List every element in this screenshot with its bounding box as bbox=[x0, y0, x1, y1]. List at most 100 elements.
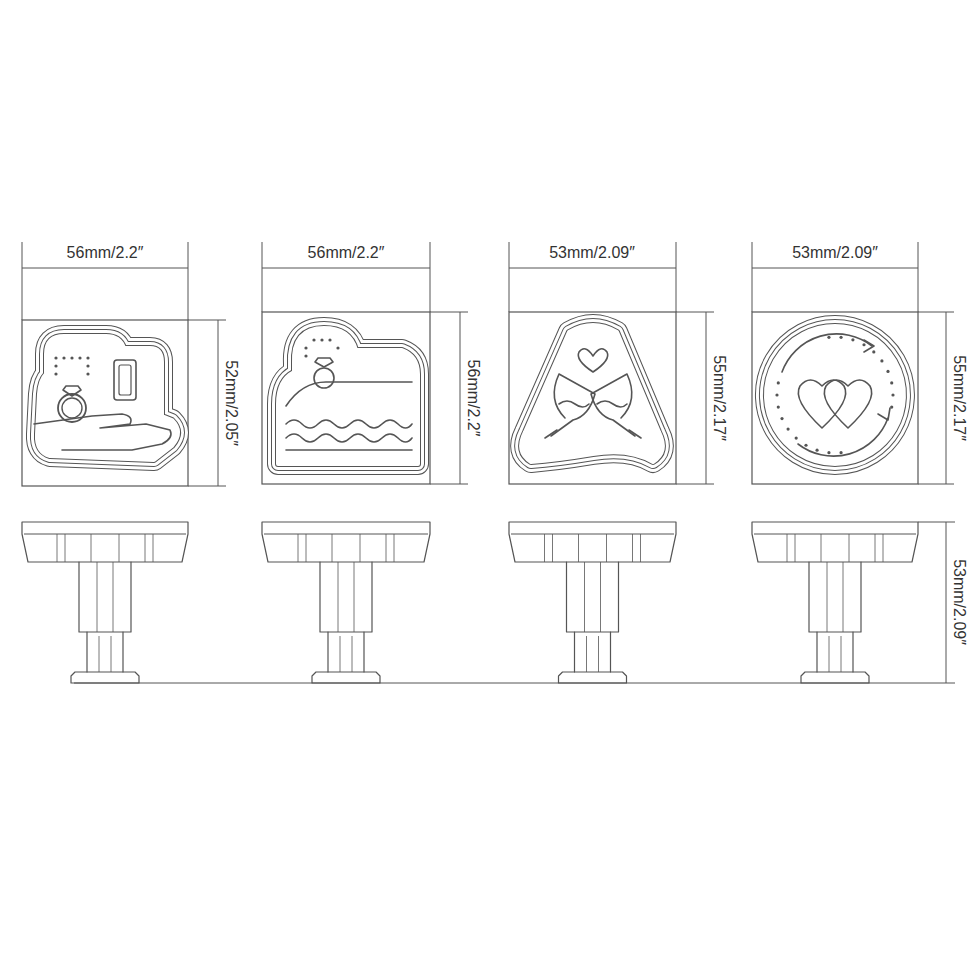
dimension-label: 56mm/2.2″ bbox=[65, 245, 146, 261]
stamp-plate bbox=[752, 522, 918, 562]
ring bbox=[62, 398, 82, 418]
handle-stem bbox=[79, 562, 131, 632]
plate-rib bbox=[544, 534, 545, 562]
dot bbox=[54, 356, 57, 359]
handle-stem bbox=[320, 562, 372, 632]
dot bbox=[886, 370, 889, 373]
dot bbox=[328, 338, 331, 341]
dot bbox=[851, 338, 854, 341]
stamp-plate bbox=[22, 522, 188, 562]
dot bbox=[86, 364, 89, 367]
dimension-label: 55mm/2.17″ bbox=[951, 353, 967, 443]
dimension-label: 52mm/2.05″ bbox=[223, 358, 239, 448]
plate-rib bbox=[883, 534, 884, 562]
dot bbox=[872, 350, 875, 353]
handle-line bbox=[113, 562, 114, 632]
plate-rib bbox=[578, 534, 579, 562]
stamp-plate bbox=[509, 522, 676, 562]
plate-rib bbox=[298, 534, 299, 562]
dot bbox=[862, 343, 865, 346]
dot bbox=[777, 405, 780, 408]
cake-outline bbox=[278, 328, 418, 464]
dot bbox=[839, 336, 842, 339]
plate-edge bbox=[24, 534, 186, 535]
handle-neck bbox=[817, 632, 853, 672]
plate-rib bbox=[57, 534, 58, 562]
circle-outline bbox=[766, 326, 904, 464]
dot bbox=[304, 354, 307, 357]
extension-line bbox=[262, 242, 263, 312]
handle-stem bbox=[567, 562, 619, 632]
handle-knob bbox=[559, 672, 627, 683]
stamp-plate bbox=[262, 522, 430, 562]
handle-knob bbox=[801, 672, 869, 683]
arrow-arc bbox=[782, 334, 872, 372]
plate-rib bbox=[145, 534, 146, 562]
dimension-line bbox=[946, 522, 947, 683]
extension-line bbox=[430, 242, 431, 312]
dot bbox=[86, 356, 89, 359]
dimension-line bbox=[460, 312, 461, 484]
cake-top bbox=[286, 382, 412, 406]
plate-rib bbox=[119, 534, 120, 562]
handle-line bbox=[827, 562, 828, 632]
handle-line bbox=[598, 636, 599, 672]
plate-rib bbox=[640, 534, 641, 562]
plate-rib bbox=[849, 534, 850, 562]
handle-line bbox=[99, 636, 100, 672]
stamp-outline bbox=[752, 312, 918, 484]
glasses-outline bbox=[521, 325, 663, 462]
cake-outline bbox=[278, 328, 418, 464]
plate-rib bbox=[332, 534, 333, 562]
extension-line bbox=[676, 312, 714, 313]
handle-line bbox=[841, 636, 842, 672]
dot bbox=[786, 427, 789, 430]
circle-outline bbox=[766, 326, 904, 464]
stamp-pattern bbox=[521, 325, 663, 462]
glasses-outline bbox=[521, 325, 663, 462]
wave bbox=[286, 434, 412, 442]
stamp-outline bbox=[509, 312, 676, 484]
cake-outline bbox=[278, 328, 418, 464]
cake-outline bbox=[278, 328, 418, 464]
plate-edge bbox=[264, 534, 428, 535]
cake-outline bbox=[278, 328, 418, 464]
heart bbox=[578, 349, 607, 372]
arrow-head bbox=[864, 340, 874, 352]
stamp-side-view bbox=[262, 522, 430, 683]
handle-line bbox=[97, 562, 98, 632]
extension-line bbox=[918, 522, 955, 523]
plate-rib bbox=[632, 534, 633, 562]
hand-line bbox=[34, 414, 171, 450]
extension-line bbox=[918, 242, 919, 312]
hand-outline bbox=[37, 336, 178, 460]
cake-layer bbox=[286, 449, 412, 451]
circle-outline bbox=[766, 326, 904, 464]
hand-outline bbox=[37, 336, 178, 460]
handle-neck bbox=[575, 632, 611, 672]
stamp-outline bbox=[262, 312, 430, 484]
gem bbox=[315, 358, 333, 367]
plate-rib bbox=[821, 534, 822, 562]
dot bbox=[780, 417, 783, 420]
handle-line bbox=[111, 636, 112, 672]
dimension-line bbox=[946, 312, 947, 484]
glasses-outline bbox=[521, 325, 663, 462]
extension-line bbox=[74, 683, 955, 684]
extension-line bbox=[188, 486, 226, 487]
plate-rib bbox=[606, 534, 607, 562]
dimension-label: 55mm/2.17″ bbox=[711, 353, 727, 443]
extension-line bbox=[430, 312, 468, 313]
stamp-pattern bbox=[766, 326, 904, 464]
dot bbox=[312, 338, 315, 341]
glass-foot bbox=[545, 430, 641, 438]
stamp-top-view bbox=[22, 242, 226, 486]
glasses-outline bbox=[521, 325, 663, 462]
handle-stem bbox=[809, 562, 861, 632]
heart bbox=[824, 380, 871, 428]
dot bbox=[815, 449, 818, 452]
handle-line bbox=[600, 562, 601, 632]
dimension-label: 56mm/2.2″ bbox=[465, 358, 481, 439]
stamp-outline bbox=[22, 320, 188, 486]
